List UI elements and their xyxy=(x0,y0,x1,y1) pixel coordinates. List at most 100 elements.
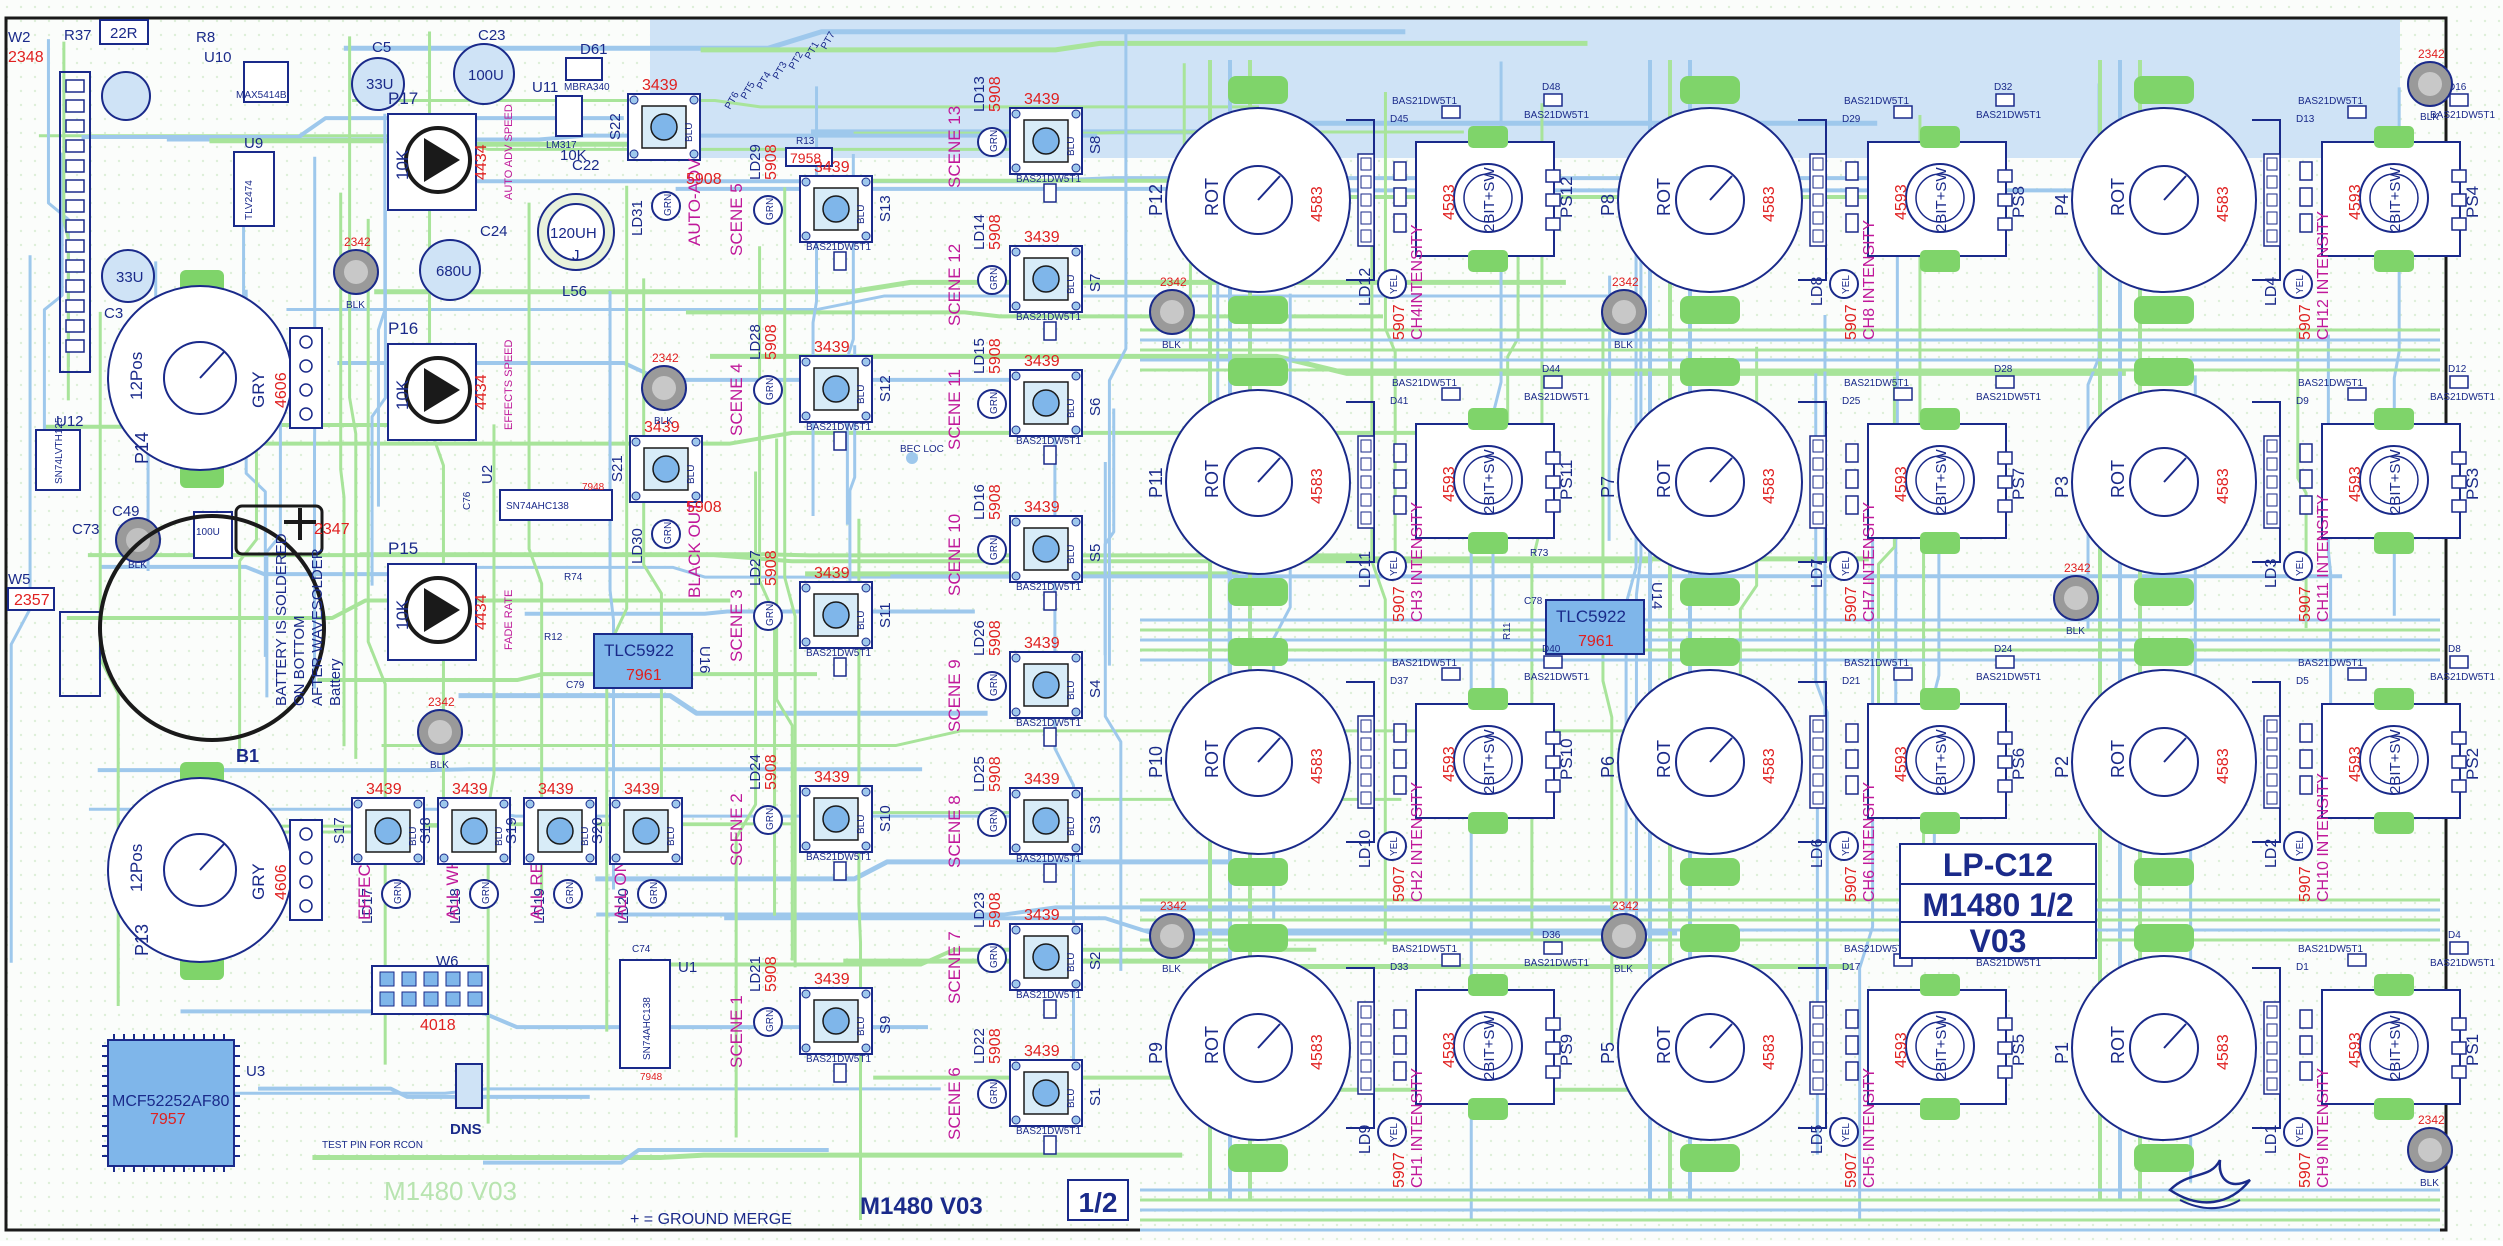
channel-intensity: CH9 INTENSITY xyxy=(2315,1068,2332,1188)
led-color: GRN xyxy=(765,378,776,400)
switch-pad xyxy=(802,1044,810,1052)
switch-pad xyxy=(862,1044,870,1052)
encoder-label: 2BIT+SW xyxy=(1933,1015,1950,1080)
diode-ref: D13 xyxy=(2296,114,2315,125)
diode-ref: D4 xyxy=(2448,930,2461,941)
encoder-part: 4593 xyxy=(1441,1032,1458,1068)
switch-pad xyxy=(862,358,870,366)
switch-plunger xyxy=(375,818,401,844)
pot-pin xyxy=(1361,1078,1371,1090)
standoff-blk: BLK xyxy=(654,416,673,427)
scene-diode xyxy=(1044,728,1056,746)
channel-led-part: 5907 xyxy=(2297,1152,2314,1188)
led-func: BLACK OUT xyxy=(685,502,704,598)
encoder-pin xyxy=(1998,732,2012,744)
pot-ref: P13 xyxy=(132,924,152,956)
switch-pad xyxy=(862,788,870,796)
led-color: YEL xyxy=(1841,275,1852,294)
switch-pad xyxy=(1072,110,1080,118)
led-color: YEL xyxy=(1389,275,1400,294)
pot-pin xyxy=(1361,212,1371,224)
w2-pin xyxy=(66,100,84,112)
encoder-label: 2BIT+SW xyxy=(1933,729,1950,794)
scene-led-ref: LD13 xyxy=(971,76,988,112)
scene-led-ref: LD24 xyxy=(747,754,764,790)
pot-color: GRY xyxy=(249,863,268,900)
scene-led-part: 5908 xyxy=(987,756,1004,792)
scene-diode-part: BAS21DW5T1 xyxy=(806,648,871,659)
switch-color: BLU xyxy=(856,815,867,834)
diode-part: BAS21DW5T1 xyxy=(1976,392,2041,403)
pot-pin xyxy=(1813,792,1823,804)
switch-pad xyxy=(500,800,508,808)
pot-part: 4583 xyxy=(1761,468,1778,504)
switch-pad xyxy=(862,638,870,646)
encoder-pin xyxy=(1998,1018,2012,1030)
scene-led-ref: LD22 xyxy=(971,1028,988,1064)
led-color: GRN xyxy=(765,808,776,830)
switch-ref: S18 xyxy=(417,817,434,844)
battery-text-line: BATTERY IS SOLDERED xyxy=(273,533,290,706)
trimmer-ref: P15 xyxy=(388,539,418,558)
pot-pin xyxy=(2267,756,2277,768)
u11-r-value: 10K xyxy=(560,147,587,164)
scene-name: SCENE 12 xyxy=(945,244,964,326)
diode-body xyxy=(1894,668,1912,680)
d61-part: MBRA340 xyxy=(564,82,610,93)
pot-pin xyxy=(1813,1006,1823,1018)
led-color: GRN xyxy=(765,1010,776,1032)
led-color: GRN xyxy=(989,810,1000,832)
diode-part: BAS21DW5T1 xyxy=(2298,944,2363,955)
c78-label: C78 xyxy=(1524,596,1543,607)
encoder-tab xyxy=(1468,532,1508,554)
diode-body xyxy=(1846,470,1858,488)
w5-label: W5 xyxy=(8,571,31,588)
switch-plunger xyxy=(547,818,573,844)
led-color: YEL xyxy=(1389,557,1400,576)
standoff-blk: BLK xyxy=(2066,626,2085,637)
page-box-text: 1/2 xyxy=(1079,1187,1118,1218)
encoder-pin xyxy=(1546,452,1560,464)
pot-pin xyxy=(1361,792,1371,804)
encoder-label: 2BIT+SW xyxy=(1481,1015,1498,1080)
scene-led-ref: LD21 xyxy=(747,956,764,992)
trimmer-part: 4434 xyxy=(473,374,490,410)
channel-led-part: 5907 xyxy=(1391,304,1408,340)
encoder-part: 4593 xyxy=(1441,184,1458,220)
scene-led-part: 5908 xyxy=(763,956,780,992)
diode-body xyxy=(2450,94,2468,106)
switch-pad xyxy=(354,800,362,808)
w6-pin xyxy=(380,972,394,986)
w6-pin xyxy=(424,972,438,986)
scene-diode-part: BAS21DW5T1 xyxy=(806,1054,871,1065)
scene-name: SCENE 9 xyxy=(945,659,964,732)
u1-label: U1 xyxy=(678,959,697,976)
diode-ref: D17 xyxy=(1842,962,1861,973)
switch-pad xyxy=(1012,844,1020,852)
switch-part: 3439 xyxy=(1024,771,1060,788)
switch-ref: S5 xyxy=(1087,544,1104,562)
diode-body xyxy=(1442,106,1460,118)
diode-part: BAS21DW5T1 xyxy=(1524,958,1589,969)
encoder-tab xyxy=(1920,1098,1960,1120)
diode-ref: D41 xyxy=(1390,396,1409,407)
pot-pin xyxy=(2267,494,2277,506)
pot-part: 4606 xyxy=(273,372,290,408)
switch-ref: S9 xyxy=(877,1016,894,1034)
title-block: LP-C12 M1480 1/2 V03 xyxy=(1900,844,2096,959)
scene-led-part: 5908 xyxy=(763,144,780,180)
switch-pad xyxy=(672,854,680,862)
diode-body xyxy=(1846,496,1858,514)
watermark: M1480 V03 xyxy=(384,1176,517,1206)
pot-ref: P12 xyxy=(1146,184,1166,216)
diode-body xyxy=(1394,188,1406,206)
scene-name: SCENE 7 xyxy=(945,931,964,1004)
diode-body xyxy=(1846,162,1858,180)
switch-pad xyxy=(1072,372,1080,380)
trimmer-part: 4434 xyxy=(473,594,490,630)
encoder-label: 2BIT+SW xyxy=(1481,167,1498,232)
encoder-pin xyxy=(2452,170,2466,182)
pot-rot: ROT xyxy=(1202,740,1222,778)
pot-pin xyxy=(1361,1042,1371,1054)
